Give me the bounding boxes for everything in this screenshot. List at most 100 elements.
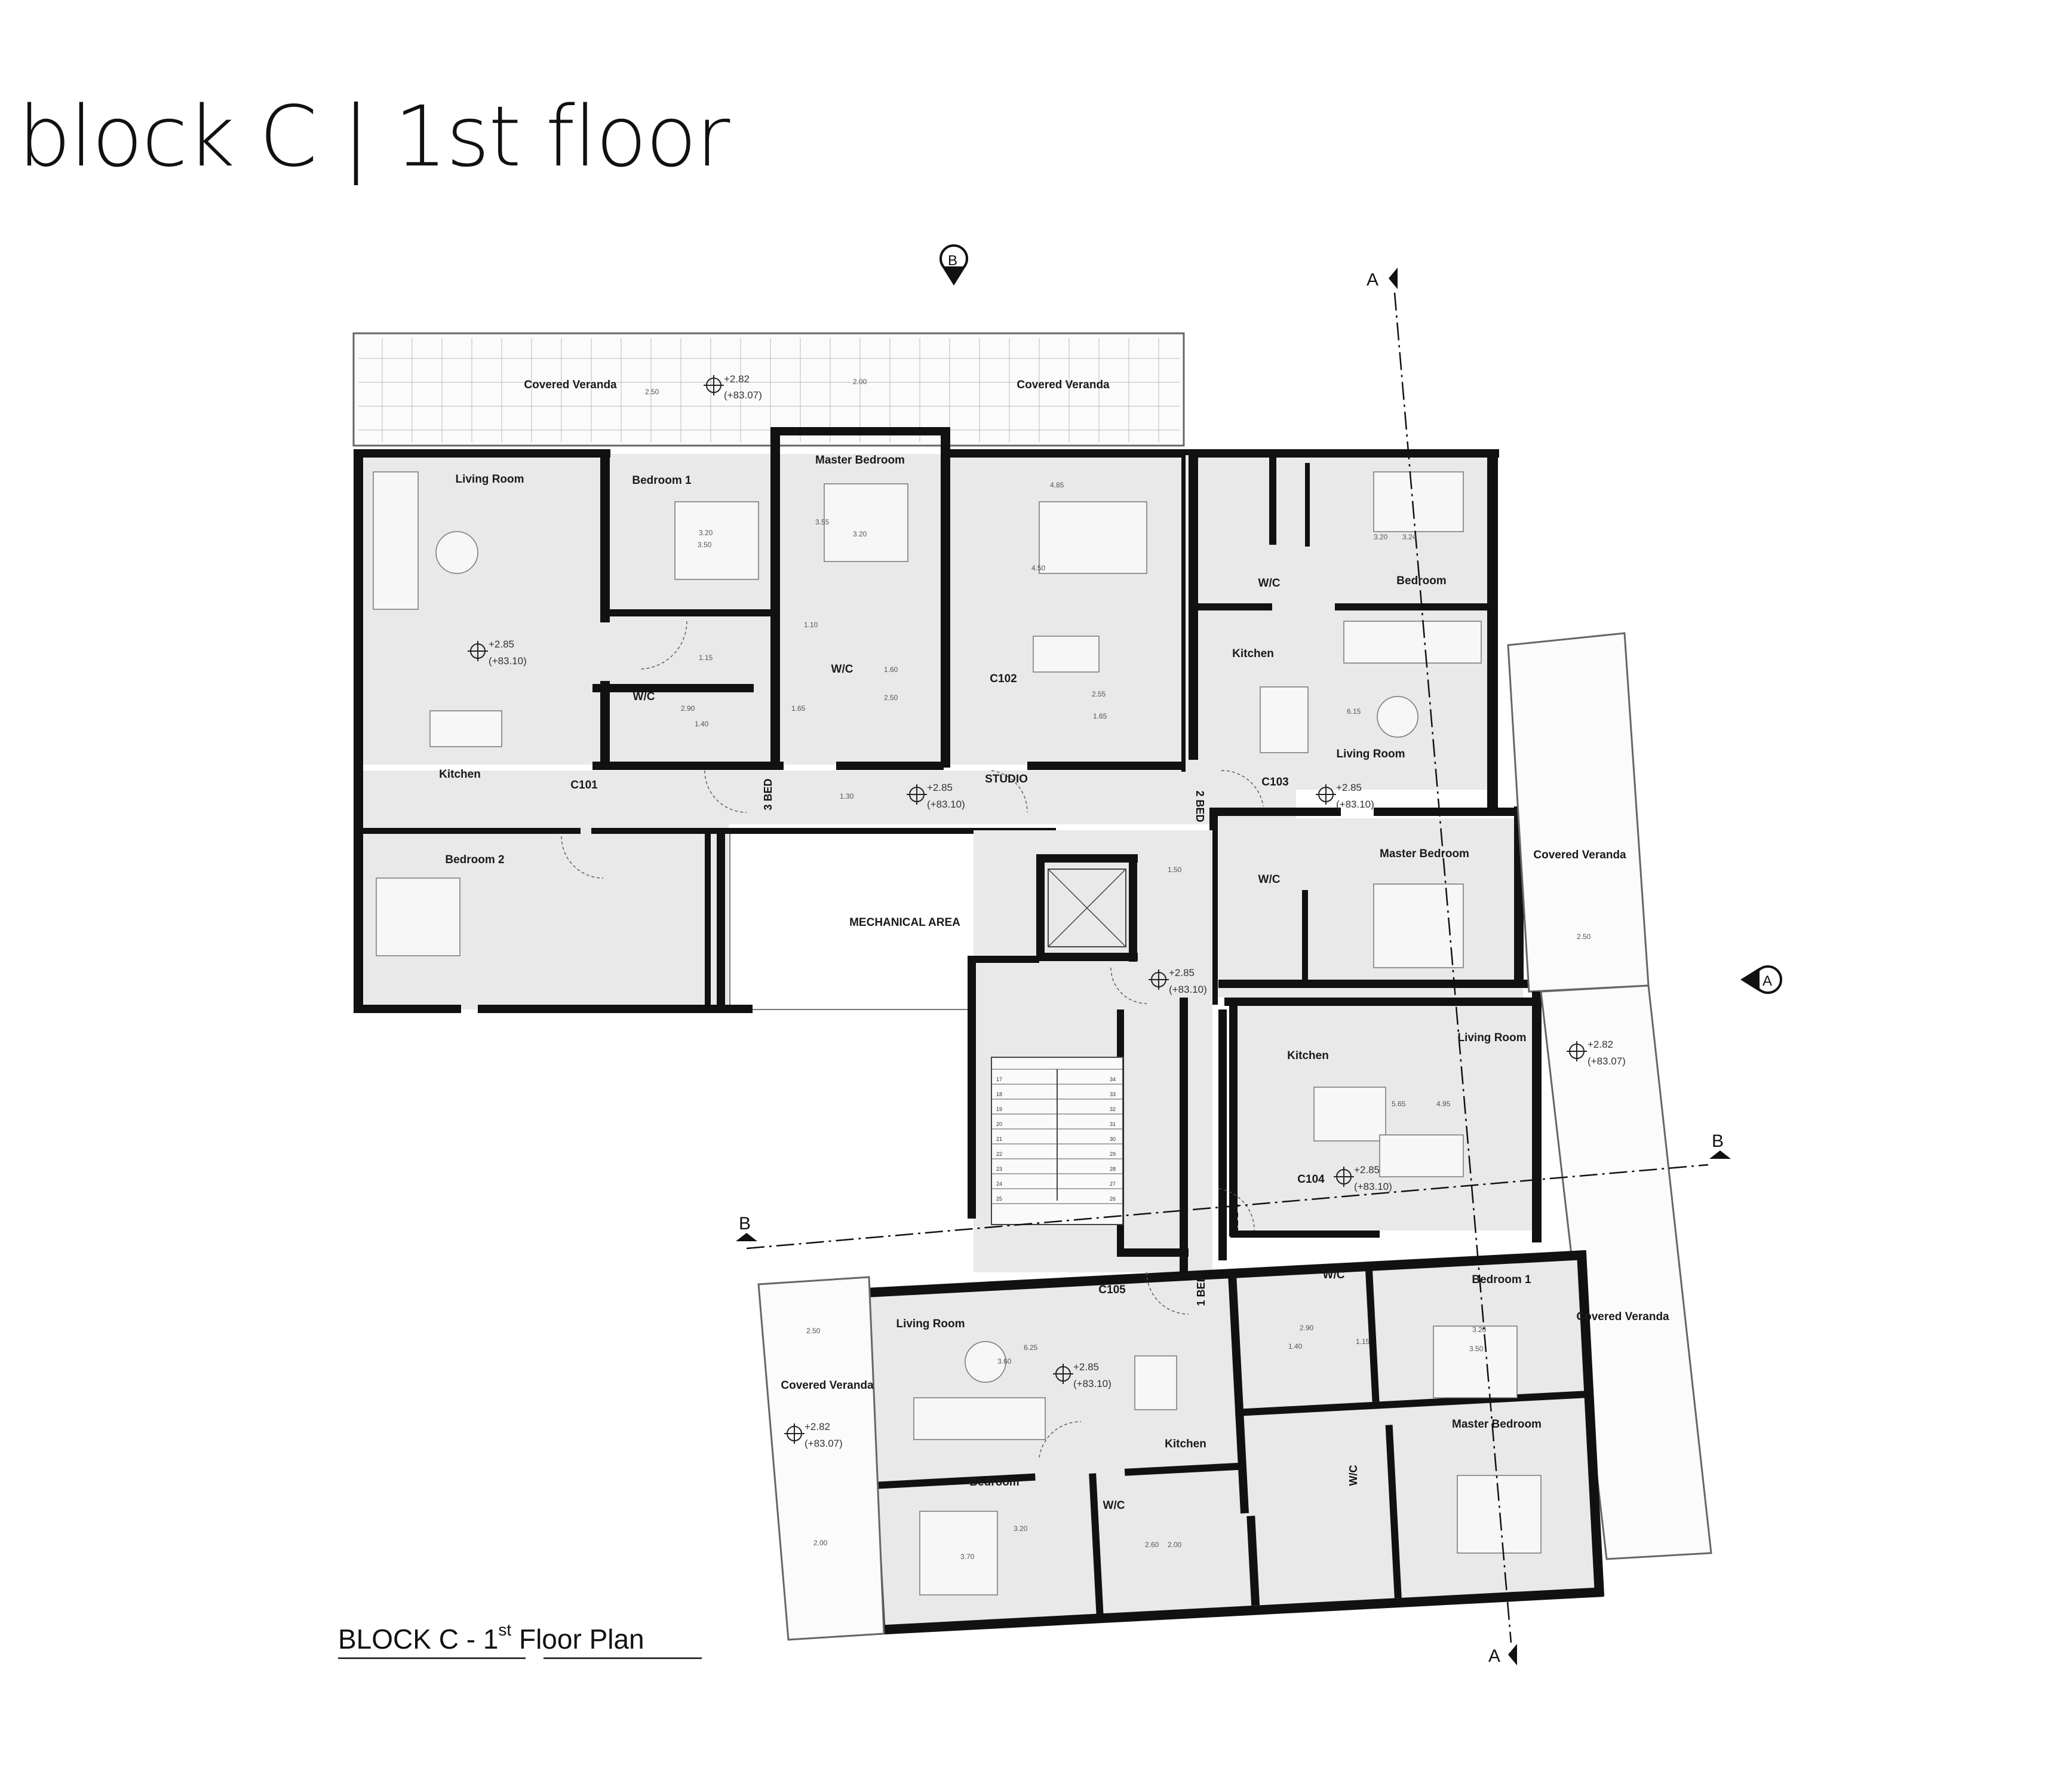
level-marker-lift-lobby: +2.85 (+83.10) bbox=[1149, 967, 1207, 995]
core-walls bbox=[968, 854, 1227, 1320]
stair-step-left: 22 bbox=[996, 1151, 1002, 1157]
unit-label: C101 bbox=[570, 779, 598, 791]
dimension: 1.65 bbox=[791, 704, 806, 713]
stair-step-left: 24 bbox=[996, 1181, 1002, 1187]
level-marker-c104: +2.85 (+83.10) bbox=[1334, 1164, 1392, 1192]
veranda-top-grid bbox=[358, 338, 1180, 442]
bottom-wing-right-wall bbox=[1576, 1250, 1605, 1597]
level-value: +2.82 bbox=[724, 373, 750, 385]
level-marker-veranda-right: +2.82 (+83.07) bbox=[1567, 1039, 1626, 1067]
c104-master-side-wall bbox=[1385, 1425, 1402, 1598]
level-absolute: (+83.10) bbox=[1336, 799, 1374, 810]
plan-caption: BLOCK C - 1st Floor Plan bbox=[338, 1621, 702, 1659]
bottom-wing-top-wall bbox=[858, 1250, 1586, 1298]
stair-step-right: 30 bbox=[1110, 1136, 1116, 1142]
section-marker-label: B bbox=[739, 1214, 751, 1233]
level-value: +2.85 bbox=[927, 782, 953, 793]
elevation-marker-a: A bbox=[1740, 965, 1782, 994]
c103-lower-floor bbox=[1212, 818, 1523, 998]
room-label: Bedroom 1 bbox=[1472, 1274, 1531, 1286]
dimension: 2.55 bbox=[1092, 690, 1106, 698]
room-label: W/C bbox=[1103, 1499, 1125, 1512]
room-label: Kitchen bbox=[1165, 1438, 1206, 1450]
stair-step-right: 32 bbox=[1110, 1106, 1116, 1112]
stair-step-left: 17 bbox=[996, 1076, 1002, 1082]
c103-walls bbox=[1189, 449, 1535, 1005]
dimension: 1.40 bbox=[695, 720, 709, 728]
stair-step-right: 27 bbox=[1110, 1181, 1116, 1187]
c105-wc-wall bbox=[1089, 1473, 1104, 1617]
room-label: Master Bedroom bbox=[1452, 1418, 1542, 1431]
room-label: Living Room bbox=[896, 1318, 965, 1330]
room-labels: Covered Veranda Covered Veranda Living R… bbox=[439, 379, 1669, 1512]
c101-walls bbox=[354, 427, 1200, 1013]
dimension: 3.20 bbox=[699, 529, 713, 537]
veranda-bottom-left bbox=[757, 1276, 885, 1641]
page-title: block C | 1st floor bbox=[18, 88, 730, 186]
level-value: +2.85 bbox=[1336, 782, 1362, 793]
room-label: Living Room bbox=[455, 473, 524, 486]
stair-step-left: 19 bbox=[996, 1106, 1002, 1112]
bottom-wing-party-wall bbox=[1228, 1274, 1249, 1514]
level-marker-c101: +2.85 (+83.10) bbox=[468, 639, 527, 667]
stair-step-right: 28 bbox=[1110, 1166, 1116, 1172]
room-label: Bedroom 2 bbox=[445, 854, 504, 866]
dimension: 3.50 bbox=[1469, 1345, 1484, 1353]
dimension: 6.25 bbox=[1024, 1343, 1038, 1352]
furniture bbox=[373, 471, 1542, 1595]
c105-kitchen-wall bbox=[1124, 1462, 1245, 1476]
stair-step-left: 25 bbox=[996, 1196, 1002, 1202]
room-label: W/C bbox=[1323, 1269, 1345, 1281]
unit-type-label: 2 BED bbox=[1194, 790, 1206, 822]
section-marker-label: A bbox=[1488, 1646, 1500, 1666]
dimension: 2.00 bbox=[1168, 1541, 1182, 1549]
dimension: 3.20 bbox=[1374, 533, 1388, 541]
c104-wc-wall bbox=[1246, 1515, 1260, 1606]
veranda-top bbox=[352, 332, 1185, 447]
room-label: Bedroom 1 bbox=[632, 474, 692, 487]
room-label: Kitchen bbox=[439, 768, 481, 781]
room-label: W/C bbox=[1258, 873, 1281, 886]
dimension: 1.60 bbox=[884, 665, 898, 674]
caption-superscript: st bbox=[498, 1621, 511, 1639]
dimension: 3.60 bbox=[997, 1357, 1012, 1366]
section-marker-a-top: A bbox=[1367, 268, 1398, 290]
dimension: 2.50 bbox=[884, 694, 898, 702]
dimension: 4.95 bbox=[1436, 1100, 1451, 1108]
level-marker-c105: +2.85 (+83.10) bbox=[1053, 1361, 1111, 1389]
unit-labels: C101 C102 C103 C104 C105 STUDIO bbox=[570, 673, 1325, 1296]
room-label: Living Room bbox=[1457, 1032, 1526, 1044]
dimension: 2.50 bbox=[806, 1327, 821, 1335]
level-absolute: (+83.07) bbox=[805, 1438, 843, 1449]
dimension: 6.15 bbox=[1347, 707, 1361, 716]
section-line-b bbox=[746, 1164, 1709, 1250]
stair-step-left: 20 bbox=[996, 1121, 1002, 1127]
level-marker-veranda-top: +2.82 (+83.07) bbox=[704, 373, 762, 401]
level-absolute: (+83.10) bbox=[1169, 984, 1207, 995]
dimension: 1.15 bbox=[699, 653, 713, 662]
dimension: 2.50 bbox=[1577, 932, 1591, 941]
c105-bedroom-wall bbox=[868, 1473, 1036, 1490]
level-marker-corridor: +2.85 (+83.10) bbox=[907, 782, 965, 810]
stair-step-left: 21 bbox=[996, 1136, 1002, 1142]
dimension: 5.65 bbox=[1392, 1100, 1406, 1108]
section-marker-a-bottom: A bbox=[1488, 1644, 1517, 1666]
stair-step-right: 29 bbox=[1110, 1151, 1116, 1157]
dimension: 2.00 bbox=[813, 1539, 828, 1547]
section-line-a bbox=[1393, 292, 1512, 1643]
dimension: 3.55 bbox=[815, 518, 830, 526]
bottom-wing bbox=[858, 1250, 1605, 1635]
door-swings bbox=[561, 621, 1264, 1458]
staircase: 17 18 19 20 21 22 23 24 25 34 33 32 31 3… bbox=[991, 1057, 1123, 1225]
level-absolute: (+83.10) bbox=[489, 655, 527, 667]
dimension: 3.20 bbox=[853, 530, 867, 538]
section-marker-label: A bbox=[1763, 973, 1772, 989]
section-marker-label: B bbox=[948, 253, 957, 269]
unit-label: C103 bbox=[1261, 776, 1288, 788]
room-label: Covered Veranda bbox=[524, 379, 617, 391]
dimension: 2.90 bbox=[1300, 1324, 1314, 1332]
section-marker-label: A bbox=[1367, 270, 1378, 290]
unit-type-label: 3 BED bbox=[762, 778, 774, 810]
dimension: 1.65 bbox=[1093, 712, 1107, 720]
